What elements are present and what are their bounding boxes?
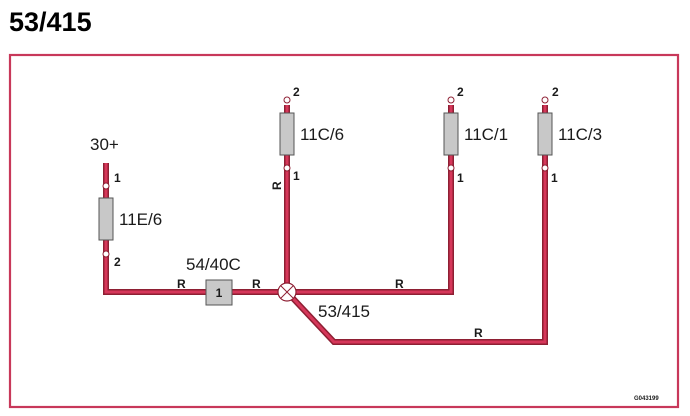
- wire-color-label: R: [252, 277, 261, 291]
- pin-label: 1: [457, 171, 464, 185]
- figure-code: G043199: [634, 396, 659, 402]
- supply-label: 30+: [90, 135, 119, 154]
- pin-label: 2: [457, 85, 464, 99]
- pin-dot: [447, 164, 455, 172]
- connector-pin-label: 1: [216, 286, 223, 300]
- fuse-label-11c6: 11C/6: [300, 125, 344, 144]
- fuse-label-11c1: 11C/1: [464, 125, 508, 144]
- pin-label: 1: [293, 169, 300, 183]
- wire-color-label: R: [474, 326, 483, 340]
- pin-dot: [283, 164, 291, 172]
- pin-dot: [447, 96, 455, 104]
- fuse-label-11c3: 11C/3: [558, 125, 602, 144]
- connector-54-40c: 1: [205, 279, 233, 306]
- splice-point: [277, 282, 297, 302]
- wire-color-label: R: [395, 277, 404, 291]
- pin-label: 2: [293, 85, 300, 99]
- page-title: 53/415: [9, 7, 92, 37]
- pin-dot: [283, 96, 291, 104]
- pin-label: 2: [114, 255, 121, 269]
- pin-dot: [102, 250, 110, 258]
- fuse-11e6: [98, 182, 114, 258]
- connector-name-label: 54/40C: [186, 255, 241, 274]
- diagram-frame: [8, 53, 680, 409]
- splice-label: 53/415: [318, 302, 370, 321]
- pin-label: 2: [552, 85, 559, 99]
- pin-dot: [541, 96, 549, 104]
- fuse-label-11e6: 11E/6: [119, 210, 162, 229]
- wire-color-label: R: [177, 277, 186, 291]
- pin-label: 1: [551, 171, 558, 185]
- fuse-11c3: [537, 96, 553, 172]
- fuse-11c1: [443, 96, 459, 172]
- fuse-11c6: [279, 96, 295, 172]
- pin-dot: [541, 164, 549, 172]
- wire-color-label: R: [270, 181, 284, 190]
- pin-dot: [102, 182, 110, 190]
- pin-label: 1: [114, 171, 121, 185]
